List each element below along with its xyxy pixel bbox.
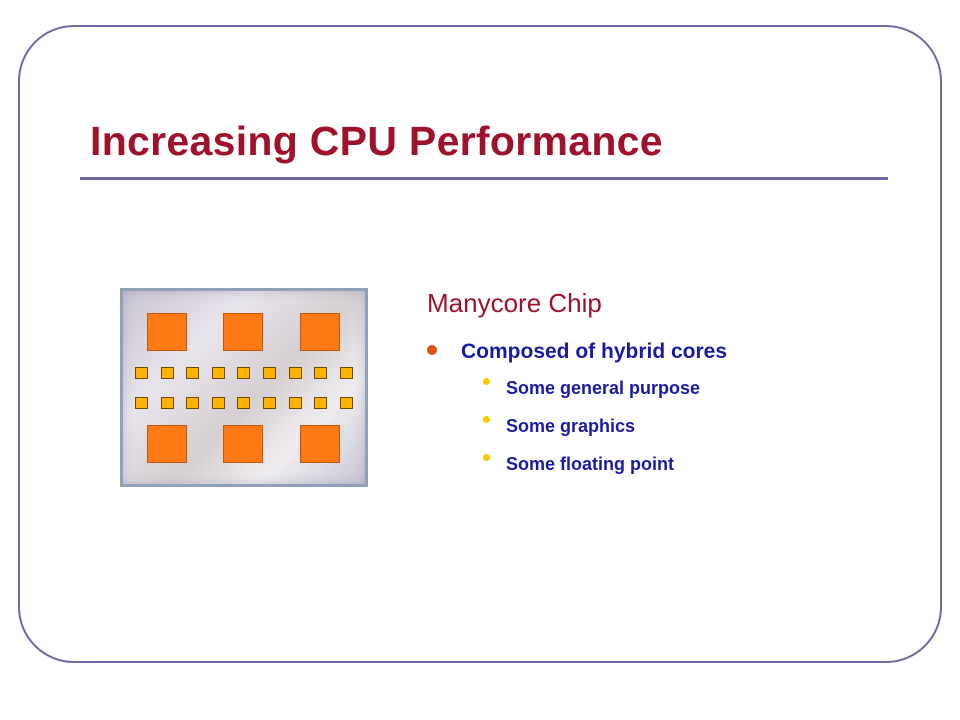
bullet-text: Composed of hybrid cores xyxy=(461,340,728,363)
small-core xyxy=(288,397,302,409)
small-core xyxy=(314,397,328,409)
small-core xyxy=(237,397,251,409)
bullet-item: Composed of hybrid cores xyxy=(427,340,727,364)
small-core xyxy=(263,397,276,409)
sub-bullet-text: Some floating point xyxy=(506,454,674,474)
small-core xyxy=(288,367,302,379)
small-core xyxy=(263,367,276,379)
sub-bullet-text: Some general purpose xyxy=(506,378,701,398)
large-core xyxy=(300,313,340,351)
small-core xyxy=(339,397,353,409)
sub-bullet-dot-icon xyxy=(483,378,490,385)
large-core xyxy=(300,425,340,463)
small-core xyxy=(339,367,353,379)
sub-bullet-item: Some graphics xyxy=(483,416,635,437)
sub-bullet-text: Some graphics xyxy=(506,416,636,436)
title-underline xyxy=(80,177,888,180)
sub-bullet-dot-icon xyxy=(483,416,490,423)
small-core xyxy=(314,367,328,379)
small-core xyxy=(135,397,148,409)
large-core xyxy=(223,313,263,351)
sub-bullet-dot-icon xyxy=(483,454,490,461)
small-core xyxy=(211,397,225,409)
small-core xyxy=(237,367,251,379)
small-core xyxy=(211,367,225,379)
bullet-dot-icon xyxy=(427,345,437,355)
manycore-chip-diagram xyxy=(120,288,368,487)
slide-frame xyxy=(18,25,942,663)
large-core xyxy=(147,313,187,351)
small-core xyxy=(160,367,174,379)
large-core xyxy=(223,425,263,463)
sub-bullet-item: Some floating point xyxy=(483,454,674,475)
slide-title: Increasing CPU Performance xyxy=(90,118,663,164)
small-core xyxy=(135,367,148,379)
small-core xyxy=(186,397,200,409)
sub-bullet-item: Some general purpose xyxy=(483,378,700,399)
section-heading: Manycore Chip xyxy=(427,288,602,318)
small-core xyxy=(186,367,200,379)
large-core xyxy=(147,425,187,463)
small-core xyxy=(160,397,174,409)
